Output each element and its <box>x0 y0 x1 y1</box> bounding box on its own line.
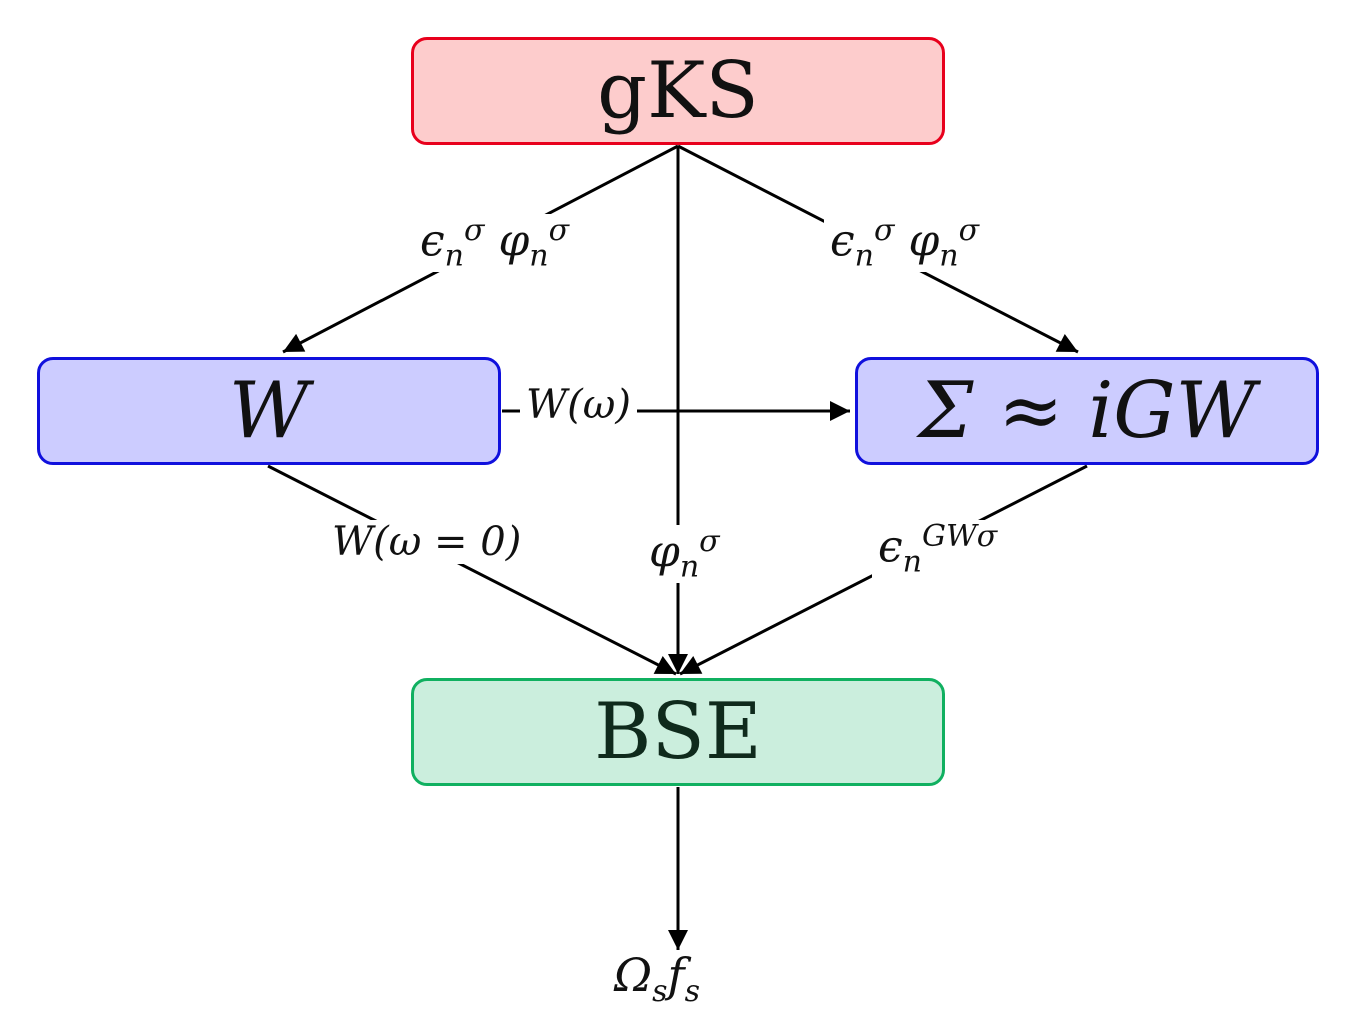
edge-label-w-to-bse: W(ω = 0) <box>326 520 528 564</box>
edge-label-w-to-sigma: W(ω) <box>520 383 637 427</box>
sigma-node: Σ ≈ iGW <box>855 357 1319 465</box>
w-node-label: W <box>228 366 310 456</box>
w-node: W <box>37 357 501 465</box>
arrow-w-to-bse <box>267 464 677 676</box>
output-label: Ωsfs <box>614 948 700 1010</box>
bse-node: BSE <box>411 678 945 786</box>
edge-label-gks-to-w: ϵnσ φnσ <box>414 214 576 273</box>
edge-label-gks-to-bse: φnσ <box>643 525 726 584</box>
edge-label-gks-to-sigma: ϵnσ φnσ <box>824 214 986 273</box>
gks-node-label: gKS <box>597 46 759 136</box>
gks-node: gKS <box>411 37 945 145</box>
edge-label-sigma-to-bse: ϵnGWσ <box>872 520 1004 579</box>
bse-node-label: BSE <box>594 687 762 777</box>
sigma-node-label: Σ ≈ iGW <box>918 366 1256 456</box>
